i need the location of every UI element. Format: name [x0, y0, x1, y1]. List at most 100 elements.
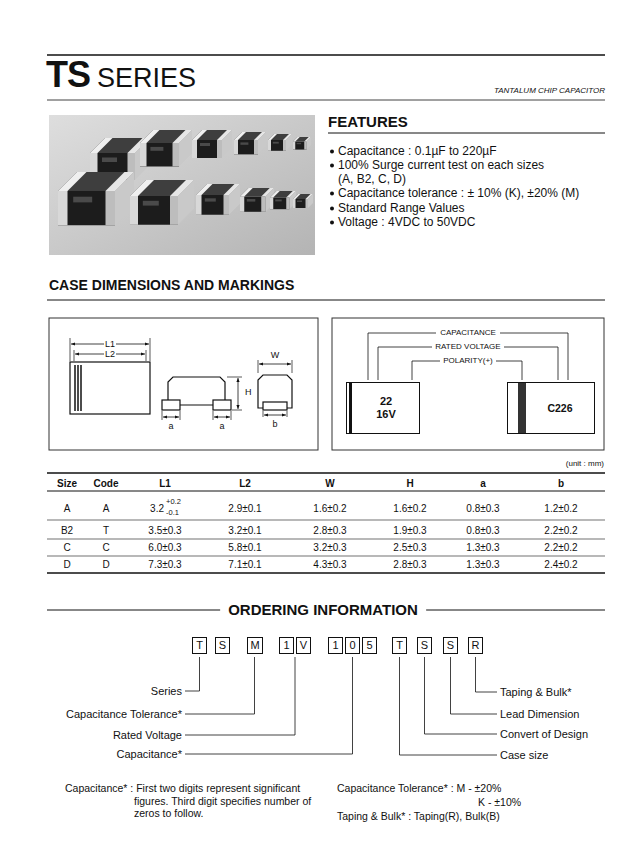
marking-text: 16V [376, 408, 396, 421]
code-letter: S [447, 639, 454, 652]
code-letter: S [219, 639, 226, 652]
footnote: Capacitance Tolerance* : M - ±20% [337, 782, 501, 795]
code-box: T [192, 637, 207, 654]
table-cell: 2.4±0.2 [544, 559, 577, 571]
code-letter: R [472, 639, 480, 652]
table-cell: 1.6±0.2 [313, 503, 346, 515]
table-cell: 1.9±0.3 [393, 525, 426, 537]
footnote: Taping & Bulk* : Taping(R), Bulk(B) [337, 810, 500, 823]
table-header: L1 [159, 478, 171, 490]
code-box: M [247, 637, 263, 654]
code-box: R [468, 637, 483, 654]
table-cell: 1.6±0.2 [393, 503, 426, 515]
ordering-callout: Lead Dimension [500, 708, 580, 721]
ordering-callout: Rated Voltage [113, 729, 182, 742]
table-header: b [558, 478, 564, 490]
code-letter: 1 [332, 639, 338, 652]
code-letter: 0 [349, 639, 355, 652]
table-cell: 3.2 [150, 503, 164, 515]
ordering-callout: Convert of Design [500, 728, 588, 741]
feature-item: Capacitance tolerance : ± 10% (K), ±20% … [338, 186, 579, 200]
code-box: 1 [328, 637, 343, 654]
table-cell: 3.2±0.1 [228, 525, 261, 537]
table-header: Code [94, 478, 119, 490]
dimension-panel [49, 318, 318, 450]
table-cell: 2.8±0.3 [393, 559, 426, 571]
table-cell: 0.8±0.3 [466, 525, 499, 537]
ordering-callout: Capacitance Tolerance* [66, 708, 182, 721]
code-box: 5 [362, 637, 377, 654]
table-header: a [480, 478, 486, 490]
ordering-leaders [185, 657, 497, 755]
table-cell: C [102, 542, 109, 554]
code-box: S [443, 637, 458, 654]
table-cell: A [64, 503, 71, 515]
dimension-label: W [271, 350, 280, 361]
table-cell: 2.5±0.3 [393, 542, 426, 554]
page-subtitle: TANTALUM CHIP CAPACITOR [494, 86, 605, 96]
ordering-callout: Series [151, 685, 182, 698]
table-cell: 0.8±0.3 [466, 503, 499, 515]
section-rule [47, 300, 605, 301]
dimension-label: H [245, 387, 252, 398]
table-cell: C [63, 542, 70, 554]
code-letter: T [196, 639, 203, 652]
feature-item: Capacitance : 0.1µF to 220µF [338, 144, 497, 158]
capacitor-marking: C226 [507, 382, 595, 434]
header-rule [47, 100, 605, 101]
table-cell: 2.9±0.1 [228, 503, 261, 515]
table-cell: 2.2±0.2 [544, 525, 577, 537]
code-box: T [392, 637, 407, 654]
table-cell: 6.0±0.3 [148, 542, 181, 554]
code-box: 1 [279, 637, 294, 654]
table-cell: T [103, 525, 109, 537]
dimension-label: a [219, 421, 224, 432]
table-rules [47, 473, 605, 573]
polarity-band [349, 383, 352, 433]
bullet-dots [330, 150, 334, 225]
table-cell: 3.5±0.3 [148, 525, 181, 537]
marking-leaders [368, 333, 568, 380]
dimension-label: b [272, 419, 277, 430]
table-cell: B2 [61, 525, 73, 537]
table-cell: 2.8±0.3 [313, 525, 346, 537]
ordering-callout: Taping & Bulk* [500, 686, 572, 699]
table-cell: 5.8±0.1 [228, 542, 261, 554]
table-cell: A [103, 503, 110, 515]
table-cell: 7.1±0.1 [228, 559, 261, 571]
table-cell: -0.1 [166, 508, 179, 517]
section-heading: ORDERING INFORMATION [220, 601, 426, 619]
table-cell: 2.2±0.2 [544, 542, 577, 554]
table-header: L2 [239, 478, 251, 490]
capacitor-marking: 2216V [346, 382, 420, 434]
polarity-band [518, 383, 526, 433]
code-letter: S [421, 639, 428, 652]
code-letter: 1 [283, 639, 289, 652]
dimension-label: L2 [104, 349, 116, 360]
dimension-label: a [168, 421, 173, 432]
code-letter: 5 [366, 639, 372, 652]
marking-callout: POLARITY(+) [443, 356, 493, 366]
code-box: V [296, 637, 311, 654]
table-header: H [406, 478, 413, 490]
table-cell: D [63, 559, 70, 571]
case-drawing [70, 338, 292, 420]
table-cell: +0.2 [166, 497, 181, 506]
table-cell: 4.3±0.3 [313, 559, 346, 571]
code-box: S [417, 637, 432, 654]
code-box: 0 [345, 637, 360, 654]
table-cell: 1.2±0.2 [544, 503, 577, 515]
section-heading: CASE DIMENSIONS AND MARKINGS [49, 277, 294, 294]
ordering-callout: Capacitance* [117, 748, 182, 761]
table-cell: 3.2±0.3 [313, 542, 346, 554]
table-cell: D [102, 559, 109, 571]
feature-item: Voltage : 4VDC to 50VDC [338, 215, 475, 229]
marking-text: 22 [380, 395, 392, 408]
table-cell: 7.3±0.3 [148, 559, 181, 571]
table-cell: 1.3±0.3 [466, 542, 499, 554]
unit-note: (unit : mm) [566, 459, 604, 469]
footnote: Capacitance* : First two digits represen… [65, 782, 319, 820]
marking-text: C226 [547, 402, 572, 414]
table-cell: 1.3±0.3 [466, 559, 499, 571]
code-letter: M [250, 639, 259, 652]
